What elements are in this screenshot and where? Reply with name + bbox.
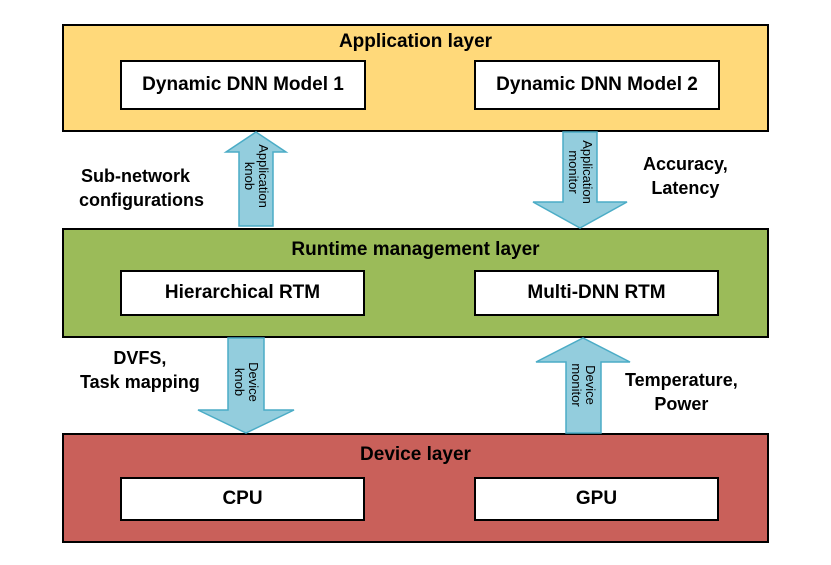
dvfs-label-line1: DVFS, — [113, 348, 167, 368]
application-knob-label-line2: knob — [242, 161, 257, 191]
gpu-box: GPU — [474, 477, 719, 521]
device-monitor-label-line1: Device — [583, 365, 598, 405]
subnetwork-label-line2: configurations — [79, 190, 204, 210]
device-knob-arrow — [197, 337, 295, 434]
temperature-label-line1: Temperature, — [625, 370, 738, 390]
dynamic-dnn-model-2-box: Dynamic DNN Model 2 — [474, 60, 720, 110]
device-monitor-label: Device monitor — [569, 363, 598, 407]
temperature-label-line2: Power — [654, 394, 709, 414]
device-monitor-label-line2: monitor — [569, 363, 584, 407]
accuracy-label-line2: Latency — [651, 178, 720, 198]
application-monitor-label-line1: Application — [580, 140, 595, 204]
accuracy-label-line1: Accuracy, — [643, 154, 728, 174]
cpu-box: CPU — [120, 477, 365, 521]
application-monitor-label-line2: monitor — [566, 150, 581, 194]
device-layer-title: Device layer — [360, 444, 471, 465]
application-knob-label-line1: Application — [256, 144, 271, 208]
application-knob-arrow — [223, 131, 289, 227]
application-monitor-label: Application monitor — [566, 140, 595, 204]
dvfs-task-mapping-label: DVFS, Task mapping — [80, 346, 200, 394]
device-knob-label: Device knob — [232, 362, 261, 402]
dvfs-label-line2: Task mapping — [80, 372, 200, 392]
temperature-power-label: Temperature, Power — [625, 368, 738, 416]
dynamic-dnn-model-1-box: Dynamic DNN Model 1 — [120, 60, 366, 110]
application-knob-label: Application knob — [242, 144, 271, 208]
hierarchical-rtm-box: Hierarchical RTM — [120, 270, 365, 316]
device-knob-label-line1: Device — [246, 362, 261, 402]
accuracy-latency-label: Accuracy, Latency — [643, 152, 728, 200]
runtime-layer-title: Runtime management layer — [291, 239, 540, 260]
device-layer: Device layer CPU GPU — [62, 433, 769, 543]
application-monitor-arrow — [532, 131, 628, 229]
application-layer: Application layer Dynamic DNN Model 1 Dy… — [62, 24, 769, 132]
application-layer-title: Application layer — [338, 31, 493, 52]
runtime-management-layer: Runtime management layer Hierarchical RT… — [62, 228, 769, 338]
subnetwork-label-line1: Sub-network — [81, 166, 191, 186]
subnetwork-config-label: Sub-network configurations — [79, 164, 204, 212]
device-knob-label-line2: knob — [232, 367, 247, 397]
multi-dnn-rtm-box: Multi-DNN RTM — [474, 270, 719, 316]
device-monitor-arrow — [535, 337, 631, 434]
